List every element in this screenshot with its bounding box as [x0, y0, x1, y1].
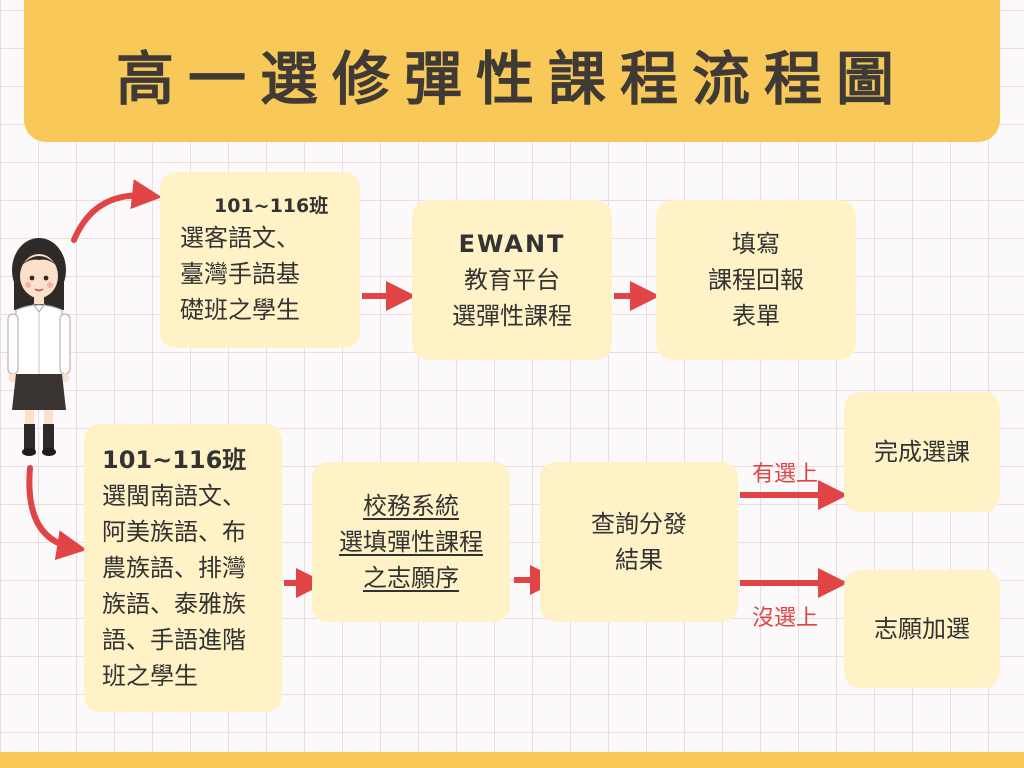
- group-a-line: 礎班之學生: [180, 296, 300, 325]
- group-a-line: 選客語文、: [180, 224, 300, 253]
- edge-label-not-selected: 沒選上: [752, 606, 819, 631]
- group-b-line: 語、手語進階: [102, 626, 246, 654]
- page-title: 高一選修彈性課程流程圖: [115, 45, 908, 113]
- school-line: 校務系統: [363, 492, 459, 520]
- result-line: 查詢分發: [591, 510, 687, 538]
- arrow-to-group-b: [26, 465, 87, 561]
- student-illustration: [7, 238, 71, 456]
- bottom-banner: [0, 752, 1024, 768]
- title-banner: 高一選修彈性課程流程圖: [24, 0, 1000, 142]
- ewant-head: EWANT: [458, 230, 566, 258]
- result-line: 結果: [615, 546, 663, 574]
- done-label: 完成選課: [874, 438, 970, 466]
- group-b-line: 班之學生: [102, 662, 198, 690]
- done-box: 完成選課: [844, 392, 1000, 512]
- school-line: 之志願序: [363, 564, 459, 592]
- ewant-box: EWANT 教育平台 選彈性課程: [412, 200, 612, 360]
- group-b-box: 101~116班 選閩南語文、 阿美族語、布 農族語、排灣 族語、泰雅族 語、手…: [84, 424, 282, 712]
- ewant-line: 教育平台: [464, 266, 560, 294]
- add-label: 志願加選: [874, 615, 970, 643]
- form-line: 表單: [732, 302, 780, 330]
- group-b-line: 農族語、排灣: [102, 554, 246, 582]
- arrow-to-group-a: [71, 179, 162, 243]
- group-b-line: 族語、泰雅族: [102, 590, 246, 618]
- ewant-line: 選彈性課程: [452, 302, 572, 330]
- group-b-classes: 101~116班: [102, 446, 247, 474]
- school-system-box: 校務系統 選填彈性課程 之志願序: [312, 462, 510, 622]
- school-line: 選填彈性課程: [339, 528, 483, 556]
- form-line: 填寫: [732, 230, 780, 258]
- group-a-box: 101~116班 選客語文、 臺灣手語基 礎班之學生: [160, 172, 360, 348]
- group-a-classes: 101~116班: [214, 194, 329, 217]
- add-box: 志願加選: [844, 570, 1000, 688]
- group-a-line: 臺灣手語基: [180, 260, 300, 289]
- form-box: 填寫 課程回報 表單: [656, 200, 856, 360]
- result-box: 查詢分發 結果: [540, 462, 738, 622]
- edge-label-selected: 有選上: [752, 462, 819, 487]
- group-b-line: 阿美族語、布: [102, 518, 246, 546]
- group-b-line: 選閩南語文、: [102, 482, 246, 510]
- form-line: 課程回報: [708, 266, 804, 294]
